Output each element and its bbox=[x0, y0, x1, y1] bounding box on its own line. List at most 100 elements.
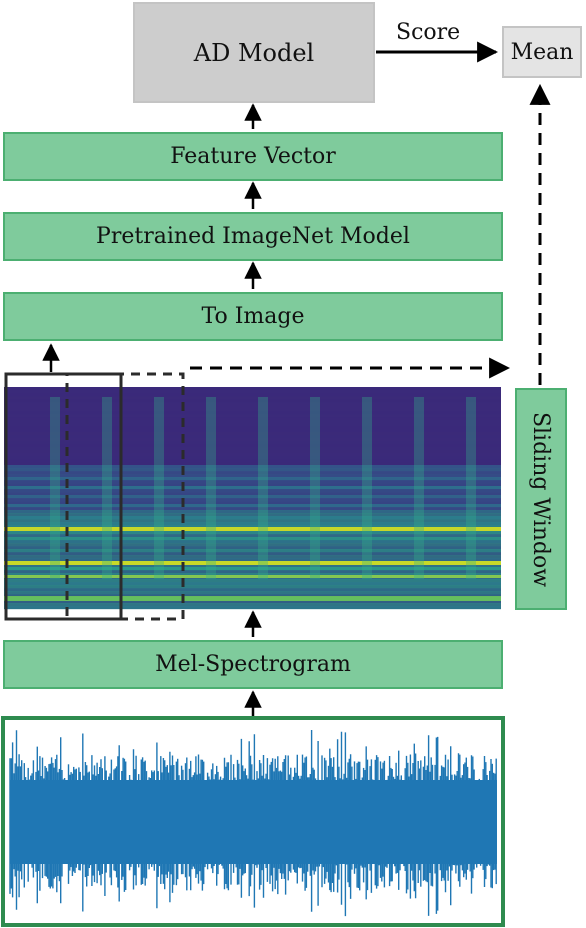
spectrogram-band bbox=[4, 465, 501, 469]
spectrogram-band bbox=[4, 456, 501, 460]
spectrogram-pulse bbox=[102, 397, 112, 579]
spectrogram-band bbox=[4, 564, 501, 568]
spectrogram-band bbox=[4, 417, 501, 421]
feature-vector-box: Feature Vector bbox=[3, 132, 503, 181]
score-label: Score bbox=[396, 20, 461, 45]
spectrogram-highlight bbox=[4, 527, 501, 531]
ad-model-label: AD Model bbox=[193, 38, 315, 67]
to-image-label: To Image bbox=[201, 304, 305, 329]
spectrogram-band bbox=[4, 519, 501, 523]
spectrogram-band bbox=[4, 579, 501, 583]
spectrogram-band bbox=[4, 552, 501, 556]
spectrogram-band bbox=[4, 474, 501, 478]
spectrogram-band bbox=[4, 507, 501, 511]
spectrogram-image bbox=[4, 387, 501, 610]
spectrogram-band bbox=[4, 426, 501, 430]
spectrogram-band bbox=[4, 549, 501, 553]
spectrogram-band bbox=[4, 471, 501, 475]
spectrogram-band bbox=[4, 489, 501, 493]
mel-spectrogram-label: Mel-Spectrogram bbox=[155, 652, 351, 677]
spectrogram-band bbox=[4, 546, 501, 550]
spectrogram-band bbox=[4, 408, 501, 412]
mel-spectrogram-box: Mel-Spectrogram bbox=[3, 640, 503, 689]
spectrogram-band bbox=[4, 510, 501, 514]
spectrogram-highlight bbox=[4, 575, 501, 578]
spectrogram-band bbox=[4, 432, 501, 436]
spectrogram-bands bbox=[4, 387, 501, 610]
spectrogram-highlight bbox=[4, 596, 501, 601]
spectrogram-band bbox=[4, 492, 501, 496]
spectrogram-band bbox=[4, 573, 501, 577]
spectrogram-band bbox=[4, 447, 501, 451]
mean-label: Mean bbox=[510, 39, 574, 65]
window-next bbox=[65, 372, 185, 621]
spectrogram-band bbox=[4, 537, 501, 541]
spectrogram-pulse bbox=[258, 397, 268, 579]
spectrogram-band bbox=[4, 558, 501, 562]
spectrogram-band bbox=[4, 402, 501, 406]
pretrained-model-box: Pretrained ImageNet Model bbox=[3, 212, 503, 261]
waveform-signal bbox=[9, 730, 497, 917]
spectrogram-band bbox=[4, 435, 501, 439]
waveform-core bbox=[10, 780, 497, 864]
spectrogram-band bbox=[4, 570, 501, 574]
spectrogram-band bbox=[4, 513, 501, 517]
spectrogram-band bbox=[4, 534, 501, 538]
spectrogram-band bbox=[4, 405, 501, 409]
spectrogram-band bbox=[4, 591, 501, 595]
spectrogram-pulses bbox=[50, 397, 476, 579]
spectrogram-band bbox=[4, 411, 501, 415]
sliding-window-box: Sliding Window bbox=[515, 388, 567, 610]
spectrogram-band bbox=[4, 504, 501, 508]
spectrogram-band bbox=[4, 429, 501, 433]
spectrogram-band bbox=[4, 399, 501, 403]
spectrogram-band bbox=[4, 477, 501, 481]
spectrogram-band bbox=[4, 516, 501, 520]
spectrogram-band bbox=[4, 396, 501, 400]
spectrogram-band bbox=[4, 585, 501, 589]
spectrogram-band bbox=[4, 486, 501, 490]
spectrogram-band bbox=[4, 603, 501, 607]
spectrogram-pulse bbox=[206, 397, 216, 579]
spectrogram-band bbox=[4, 495, 501, 499]
spectrogram-pulse bbox=[414, 397, 424, 579]
pretrained-model-label: Pretrained ImageNet Model bbox=[96, 224, 410, 249]
spectrogram-band bbox=[4, 393, 501, 397]
spectrogram-band bbox=[4, 543, 501, 547]
spectrogram-band bbox=[4, 453, 501, 457]
spectrogram-highlight bbox=[4, 561, 501, 565]
spectrogram-band bbox=[4, 606, 501, 610]
spectrogram-band bbox=[4, 522, 501, 526]
spectrogram-band bbox=[4, 420, 501, 424]
spectrogram-band bbox=[4, 498, 501, 502]
spectrogram-band bbox=[4, 531, 501, 535]
spectrogram-band bbox=[4, 582, 501, 586]
spectrogram-band bbox=[4, 480, 501, 484]
spectrogram-band bbox=[4, 483, 501, 487]
spectrogram-band bbox=[4, 525, 501, 529]
spectrogram-band bbox=[4, 423, 501, 427]
spectrogram-band bbox=[4, 459, 501, 463]
spectrogram-band bbox=[4, 444, 501, 448]
spectrogram-band bbox=[4, 501, 501, 505]
spectrogram-band bbox=[4, 540, 501, 544]
spectrogram-band bbox=[4, 450, 501, 454]
waveform-panel bbox=[1, 716, 505, 927]
spectrogram-band bbox=[4, 555, 501, 559]
spectrogram-band bbox=[4, 567, 501, 571]
feature-vector-label: Feature Vector bbox=[170, 144, 336, 169]
spectrogram-band bbox=[4, 468, 501, 472]
to-image-box: To Image bbox=[3, 292, 503, 341]
spectrogram-pulse bbox=[466, 397, 476, 579]
spectrogram-pulse bbox=[50, 397, 60, 579]
spectrogram-band bbox=[4, 438, 501, 442]
spectrogram-band bbox=[4, 594, 501, 598]
spectrogram-pulse bbox=[310, 397, 320, 579]
mean-box: Mean bbox=[502, 26, 582, 78]
spectrogram-band bbox=[4, 462, 501, 466]
spectrogram-band bbox=[4, 387, 501, 391]
spectrogram-band bbox=[4, 390, 501, 394]
spectrogram-pulse bbox=[362, 397, 372, 579]
spectrogram-band bbox=[4, 414, 501, 418]
ad-model-box: AD Model bbox=[133, 2, 375, 103]
